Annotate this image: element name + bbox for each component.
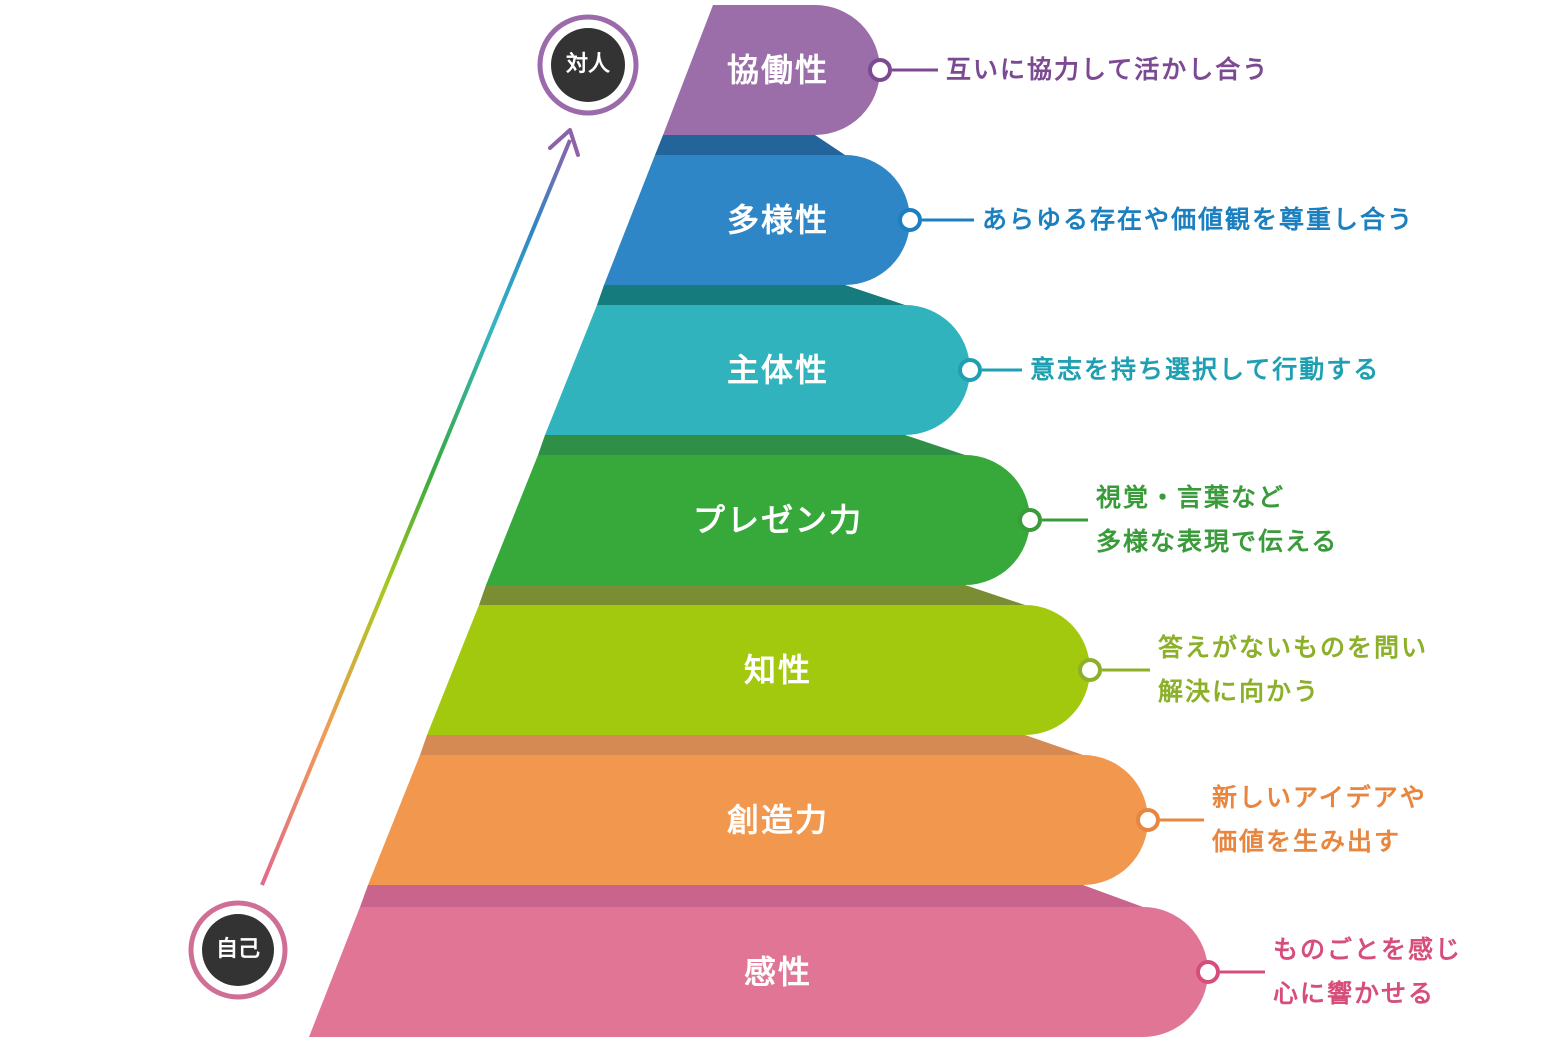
tier-description-line: 視覚・言葉など [1096, 483, 1286, 512]
tier-label: 主体性 [726, 351, 829, 389]
tier-shape [368, 755, 1148, 885]
tier-shape [545, 305, 970, 435]
bottom-node-core [202, 914, 274, 986]
tier-description-line: 解決に向かう [1158, 677, 1321, 706]
tier-description-line: 新しいアイデアや [1212, 783, 1427, 812]
connector-dot [1018, 508, 1042, 532]
tier-label: 感性 [743, 953, 812, 991]
tier-description: 新しいアイデアや価値を生み出す [1212, 776, 1427, 864]
tier-description: ものごとを感じ心に響かせる [1273, 928, 1462, 1016]
tier-shape [427, 605, 1090, 735]
progress-arrow-line [260, 139, 572, 886]
tier-shadow [597, 285, 905, 305]
tier-shadow [360, 885, 1143, 907]
top-node-label: 対人 [565, 52, 610, 77]
tier-shadow [655, 135, 845, 155]
tier-label: 協働性 [726, 51, 829, 89]
tier-shadow [479, 585, 1025, 605]
tier-label: 多様性 [726, 201, 829, 239]
tier-description-line: 答えがないものを問い [1158, 633, 1429, 662]
connector-dot [868, 58, 892, 82]
connector-dot [1196, 960, 1220, 984]
tier-label: プレゼン力 [692, 501, 863, 539]
tier-shape [663, 5, 880, 135]
tier-label: 知性 [743, 651, 812, 689]
top-node-core [551, 28, 625, 102]
tier-shape [604, 155, 910, 285]
tier-description-line: 心に響かせる [1273, 979, 1436, 1008]
tier-shape [486, 455, 1030, 585]
connector-dot [898, 208, 922, 232]
tier-shape [309, 907, 1208, 1037]
tier-description-line: 意志を持ち選択して行動する [1030, 355, 1381, 384]
tier-description-line: あらゆる存在や価値観を尊重し合う [982, 205, 1415, 234]
tier-label: 創造力 [726, 801, 829, 839]
tier-description-line: ものごとを感じ [1273, 935, 1463, 964]
tier-description: 互いに協力して活かし合う [946, 48, 1269, 92]
tier-description: 答えがないものを問い解決に向かう [1158, 626, 1428, 714]
tier-description-line: 価値を生み出す [1212, 827, 1402, 856]
tier-description-line: 多様な表現で伝える [1096, 527, 1339, 556]
progress-arrow-head [548, 128, 580, 157]
tier-description-line: 互いに協力して活かし合う [946, 55, 1270, 84]
tier-description: 視覚・言葉など多様な表現で伝える [1096, 476, 1338, 564]
bottom-node-label: 自己 [215, 937, 260, 962]
connector-dot [1078, 658, 1102, 682]
connector-dot [1136, 808, 1160, 832]
tier-shadow [420, 735, 1083, 755]
tier-description: あらゆる存在や価値観を尊重し合う [982, 198, 1414, 242]
tier-shadow [538, 435, 965, 455]
connector-dot [958, 358, 982, 382]
tier-description: 意志を持ち選択して行動する [1030, 348, 1380, 392]
